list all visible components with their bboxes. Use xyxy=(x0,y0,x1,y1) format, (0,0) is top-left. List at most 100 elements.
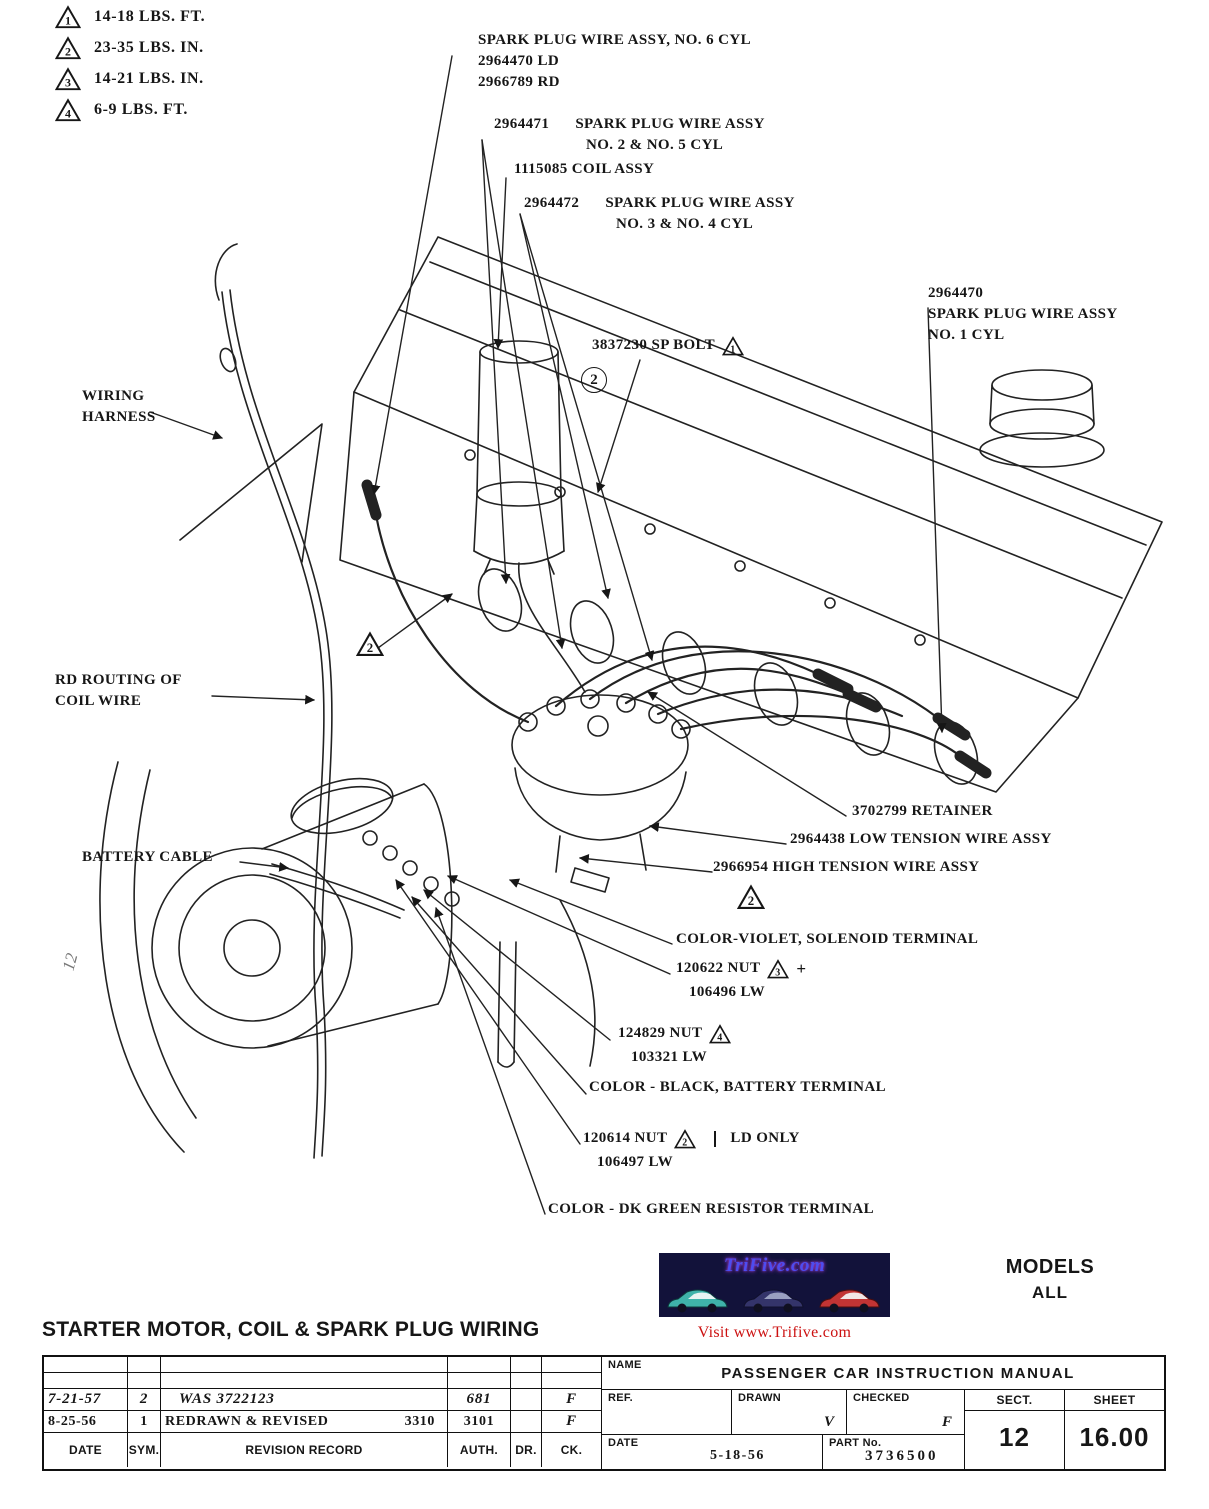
torque-spec-2: 2 23-35 LBS. IN. xyxy=(55,36,204,60)
revision-header-row: DATE SYM. REVISION RECORD AUTH. DR. CK. xyxy=(44,1433,601,1467)
callout-nut-120622: 120622 NUT 3 + xyxy=(676,958,807,979)
name-cell: NAME PASSENGER CAR INSTRUCTION MANUAL xyxy=(602,1357,1164,1390)
engine-line-art xyxy=(99,55,1163,1215)
part-number: 2964471 xyxy=(494,116,550,132)
date-cell: DATE 5-18-56 xyxy=(602,1435,823,1469)
spark-plug-wires xyxy=(361,479,992,779)
banner-cars-image xyxy=(666,1289,880,1313)
rev-date: 7-21-57 xyxy=(48,1391,102,1407)
callout-line: 2966789 RD xyxy=(478,74,560,90)
callout-line: SPARK PLUG WIRE ASSY xyxy=(928,306,1118,322)
warning-triangle-icon: 1 xyxy=(721,335,744,355)
part-label: PART No. xyxy=(829,1437,882,1449)
trifive-banner[interactable]: TriFive.com xyxy=(659,1253,890,1317)
callout-black-terminal: COLOR - BLACK, BATTERY TERMINAL xyxy=(589,1077,886,1098)
svg-text:2: 2 xyxy=(65,45,71,59)
part-number: 2964470 xyxy=(928,285,984,301)
warning-triangle-icon: 2 xyxy=(736,884,766,910)
sheet-label: SHEET xyxy=(1065,1390,1164,1411)
rev-auth: 681 xyxy=(466,1391,492,1407)
callout-dk-green-terminal: COLOR - DK GREEN RESISTOR TERMINAL xyxy=(548,1199,874,1220)
drawing-triangle-coil-bracket: 2 xyxy=(355,631,385,662)
callout-line: NO. 3 & NO. 4 CYL xyxy=(616,216,754,232)
tick-mark xyxy=(714,1130,717,1147)
header-ck: CK. xyxy=(560,1443,583,1457)
ignition-coil xyxy=(473,340,586,693)
callout-line: BATTERY CABLE xyxy=(82,849,213,865)
revision-table: 7-21-57 2 WAS 3722123 681 F 8-25-56 1 RE… xyxy=(44,1357,602,1469)
visit-link[interactable]: Visit www.Trifive.com xyxy=(697,1324,852,1341)
callout-line: COLOR-VIOLET, SOLENOID TERMINAL xyxy=(676,931,979,947)
callout-line: SPARK PLUG WIRE ASSY xyxy=(605,195,795,211)
titleblock-right: NAME PASSENGER CAR INSTRUCTION MANUAL RE… xyxy=(602,1357,1164,1469)
header-date: DATE xyxy=(44,1433,128,1467)
callout-high-tension: 2966954 HIGH TENSION WIRE ASSY xyxy=(713,857,980,878)
warning-triangle-icon: 3 xyxy=(767,958,790,978)
svg-text:2: 2 xyxy=(367,641,373,655)
name-value: PASSENGER CAR INSTRUCTION MANUAL xyxy=(721,1364,1075,1382)
warning-triangle-icon: 3 xyxy=(55,67,81,91)
callout-line: 120622 NUT xyxy=(676,960,761,976)
svg-text:1: 1 xyxy=(65,14,71,28)
oil-filler-cap xyxy=(979,369,1105,468)
warning-triangle-icon: 2 xyxy=(55,36,81,60)
sect-value: 12 xyxy=(999,1422,1030,1452)
callout-line: SPARK PLUG WIRE ASSY xyxy=(575,116,765,132)
callout-line: NO. 1 CYL xyxy=(928,327,1005,343)
revision-row-empty xyxy=(44,1373,601,1389)
wiring-harness-lines xyxy=(214,243,333,1159)
callout-line: 124829 NUT xyxy=(618,1025,703,1041)
rev-sym: 2 xyxy=(139,1391,149,1407)
svg-text:3: 3 xyxy=(776,967,781,978)
rev-ck: F xyxy=(566,1413,577,1429)
engine-front-details xyxy=(99,761,596,1153)
callout-nut-124829: 124829 NUT 4 xyxy=(618,1023,732,1044)
callout-nut-120614: 120614 NUT 2 LD ONLY xyxy=(583,1128,800,1149)
revision-row-empty xyxy=(44,1357,601,1373)
header-auth: AUTH. xyxy=(448,1433,511,1467)
quantity-value: 2 xyxy=(590,372,598,388)
rev-sym: 1 xyxy=(140,1413,148,1429)
name-label: NAME xyxy=(608,1359,642,1371)
svg-text:3: 3 xyxy=(65,76,71,90)
svg-text:4: 4 xyxy=(65,107,71,121)
callout-line: 2966954 HIGH TENSION WIRE ASSY xyxy=(713,859,980,875)
warning-triangle-icon: 4 xyxy=(55,98,81,122)
torque-spec-text: 6-9 LBS. FT. xyxy=(94,101,189,118)
callout-line: COIL WIRE xyxy=(55,693,142,709)
engine-block xyxy=(179,236,1163,793)
callout-line: 103321 LW xyxy=(631,1049,707,1065)
drawn-value: V xyxy=(823,1414,834,1430)
callout-line: COLOR - BLACK, BATTERY TERMINAL xyxy=(589,1079,887,1095)
callout-low-tension: 2964438 LOW TENSION WIRE ASSY xyxy=(790,829,1052,850)
rev-ck: F xyxy=(566,1391,577,1407)
header-dr: DR. xyxy=(511,1433,542,1467)
callout-rd-routing: RD ROUTING OF COIL WIRE xyxy=(55,670,182,712)
rev-record-number: 3310 xyxy=(404,1413,435,1429)
callout-lw-103321: 103321 LW xyxy=(631,1047,707,1068)
models-label: MODELS xyxy=(1005,1256,1095,1278)
starter-motor xyxy=(151,777,460,1049)
callout-line: HARNESS xyxy=(82,409,156,425)
torque-spec-text: 14-18 LBS. FT. xyxy=(94,8,206,25)
models-value: ALL xyxy=(1031,1283,1069,1302)
callout-line: 106497 LW xyxy=(597,1154,673,1170)
ref-label: REF. xyxy=(608,1392,634,1404)
callout-retainer: 3702799 RETAINER xyxy=(852,801,993,822)
sect-cell: SECT. 12 xyxy=(965,1390,1065,1469)
drawing-triangle-distributor: 2 xyxy=(736,884,766,915)
callout-battery-cable: BATTERY CABLE xyxy=(82,847,213,868)
sect-label: SECT. xyxy=(965,1390,1064,1411)
banner-site-name: TriFive.com xyxy=(723,1255,826,1276)
callout-spark-plug-1: 2964470 SPARK PLUG WIRE ASSY NO. 1 CYL xyxy=(928,283,1118,346)
callout-line: 2964470 LD xyxy=(478,53,560,69)
torque-spec-text: 14-21 LBS. IN. xyxy=(94,70,204,87)
torque-spec-text: 23-35 LBS. IN. xyxy=(94,39,204,56)
car-teal xyxy=(666,1289,728,1313)
distributor xyxy=(511,689,691,893)
title-block: 7-21-57 2 WAS 3722123 681 F 8-25-56 1 RE… xyxy=(42,1355,1166,1471)
callout-line: COLOR - DK GREEN RESISTOR TERMINAL xyxy=(548,1201,875,1217)
